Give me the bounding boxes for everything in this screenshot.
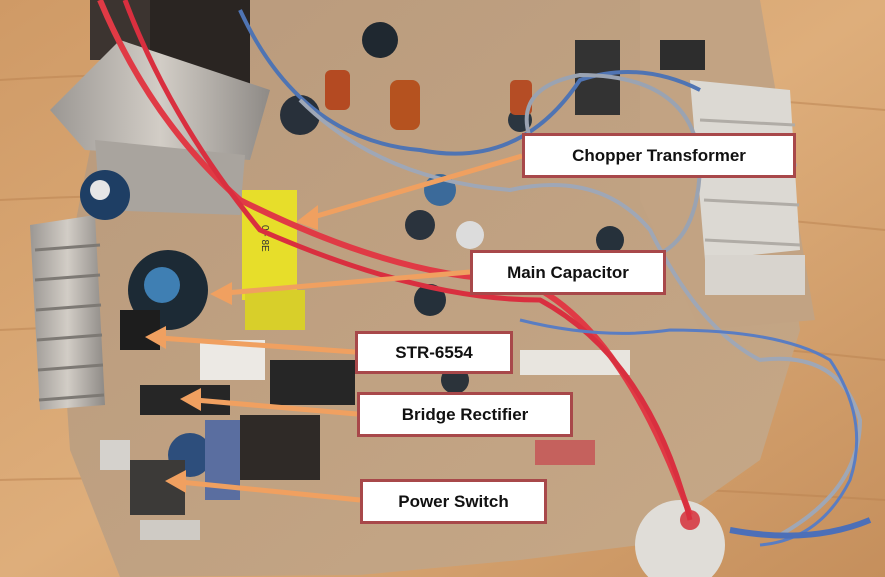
blue-wire-2	[519, 318, 859, 547]
arrow-chopper	[309, 153, 523, 221]
str-chip	[120, 310, 160, 350]
arrow-str	[159, 335, 356, 355]
bridge-rectifier-body	[240, 415, 320, 480]
arrow-switch	[179, 479, 361, 503]
grey-wire-1	[298, 98, 863, 537]
label-str-6554: STR-6554	[355, 331, 513, 374]
label-bridge-rectifier: Bridge Rectifier	[357, 392, 573, 437]
label-chopper-transformer: Chopper Transformer	[522, 133, 796, 178]
grey-wire-2	[524, 72, 703, 262]
heatsink-top	[50, 40, 270, 160]
label-power-switch: Power Switch	[360, 479, 547, 524]
red-wire-2	[122, 0, 693, 521]
transformer-marking: 0F 8E	[259, 225, 270, 252]
blue-wire-1	[238, 9, 701, 156]
arrow-bridge	[194, 397, 358, 417]
label-main-capacitor: Main Capacitor	[470, 250, 666, 295]
heatsink-left	[30, 215, 105, 410]
power-switch-body	[130, 460, 185, 515]
arrow-capacitor	[224, 269, 471, 296]
